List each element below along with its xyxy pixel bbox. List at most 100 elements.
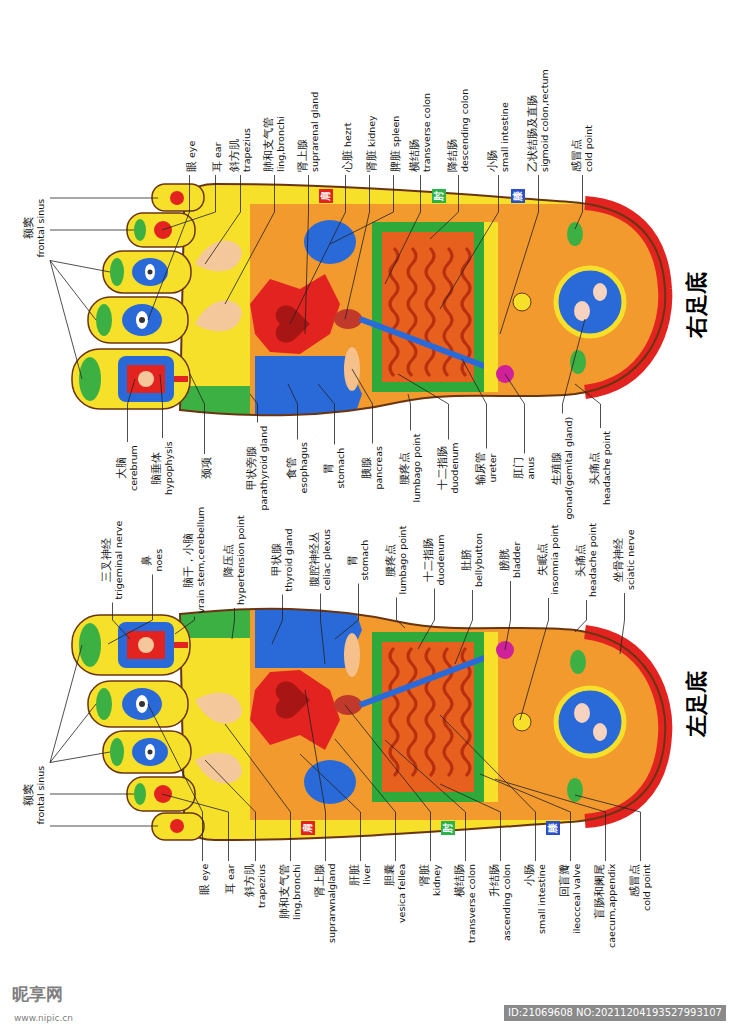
- edge-marker: 肘: [441, 821, 455, 835]
- organ-label-zh: 感冒点: [628, 864, 641, 911]
- label-group: 肘: [441, 821, 455, 835]
- label-group: 右足底: [684, 272, 710, 338]
- organ-label-en: trapezius: [241, 128, 252, 172]
- leader-line: [128, 379, 136, 442]
- leader-line: [300, 754, 361, 861]
- organ-label-en: frontal sinus: [35, 766, 46, 825]
- label-group: 肾脏 kidney: [360, 115, 379, 172]
- label-group: 膝: [546, 821, 560, 835]
- label-group: 耳ear: [206, 142, 225, 172]
- organ-label-zh: 膀胱: [498, 542, 511, 578]
- left-foot: [72, 600, 665, 845]
- organ-label-en: cold point: [583, 125, 594, 172]
- organ-label-en: ascending colon: [501, 864, 512, 941]
- organ-label-en: bladder: [511, 542, 522, 578]
- label-group: 乙状结肠及直肠sigmoid colon,rectum: [526, 69, 551, 172]
- label-group: 升结肠ascending colon: [488, 864, 513, 941]
- organ-label-zh: 降结肠: [446, 89, 459, 172]
- label-group: 盲肠和阑尾caecum,appendix: [593, 864, 618, 948]
- leader-line: [290, 175, 346, 324]
- organ-label-zh: 脑干，小脑: [182, 507, 195, 614]
- label-group: 肾上腺suprarwnalgland: [313, 864, 338, 943]
- leader-line: [50, 261, 82, 380]
- organ-label-zh: 胰腺: [360, 446, 373, 489]
- leader-line: [505, 374, 525, 454]
- label-group: 十二指肠duodenum: [422, 534, 447, 585]
- organ-label-zh: 输尿管: [474, 452, 487, 485]
- organ-label-en: suprarwnalgland: [326, 864, 337, 943]
- organ-label-zh: 肾上腺: [313, 864, 326, 943]
- organ-label-en: caecum,appendix: [606, 864, 617, 948]
- organ-label-en: trapezius: [256, 864, 267, 908]
- organ-label-zh: 肾上腺: [296, 92, 309, 172]
- organ-label-en: parathyroid gland: [258, 426, 269, 511]
- organ-label-en: sigmoid colon,rectum: [539, 69, 550, 172]
- organ-label-en: small intestine: [536, 864, 547, 934]
- organ-label-zh: 小肠: [523, 864, 536, 934]
- label-group: 腰疼点lumbago point: [384, 526, 409, 595]
- label-group: 肛门anus: [512, 457, 537, 480]
- leader-line: [50, 261, 110, 273]
- label-group: 头痛点headache point: [588, 431, 613, 505]
- organ-label-en: ling,bronchi: [291, 864, 302, 920]
- organ-label-en: vrain stem,cerebellum: [195, 507, 206, 614]
- label-group: 肾上腺suprarenal gland: [296, 92, 321, 172]
- organ-label-zh: 甲状旁腺: [245, 426, 258, 511]
- organ-label-zh: 十二指肠: [422, 534, 435, 585]
- leader-line: [440, 175, 499, 309]
- organ-label-zh: 脑垂体: [150, 441, 163, 495]
- label-group: 脑干，小脑vrain stem,cerebellum: [182, 507, 207, 614]
- organ-label-en: stomach: [359, 540, 370, 581]
- organ-label-zh: 腹腔神经丛: [308, 529, 321, 590]
- leader-line: [575, 384, 601, 428]
- leader-line: [462, 359, 487, 449]
- organ-label-en: trigeminal nerve: [113, 521, 124, 600]
- leader-line: [620, 593, 625, 654]
- organ-label-en: ling,bronchi: [275, 116, 286, 172]
- organ-label-zh: 感冒点: [570, 125, 583, 172]
- label-group: 胃stomach: [346, 540, 371, 581]
- leader-line: [500, 175, 539, 334]
- label-group: 失眠点insomnia point: [536, 525, 561, 595]
- label-group: ID:21069608 NO:20211204193527993107: [504, 1001, 726, 1021]
- organ-label-en: lumbago point: [411, 434, 422, 503]
- organ-label-zh: 斜方肌: [243, 864, 256, 908]
- organ-label-zh: 心脏: [341, 150, 354, 172]
- organ-label-en: kidney: [366, 115, 377, 147]
- organ-label-zh: 肺和支气管: [262, 116, 275, 172]
- organ-label-zh: 乙状结肠及直肠: [526, 69, 539, 172]
- leader-line: [225, 724, 291, 861]
- organ-label-en: liver: [361, 864, 372, 886]
- label-group: 眼eye: [180, 141, 199, 172]
- organ-label-en: celiac plexus: [321, 529, 332, 590]
- organ-label-zh: 耳: [224, 883, 237, 894]
- organ-label-en: esophagus: [298, 442, 309, 493]
- leader-line: [50, 645, 82, 763]
- leader-line: [321, 594, 326, 665]
- label-group: 脑垂体hypophysis: [150, 441, 175, 495]
- leader-line: [505, 581, 511, 650]
- label-group: 肺和支气管ling,bronchi: [262, 116, 287, 172]
- leader-line: [50, 261, 96, 321]
- leader-line: [162, 175, 216, 230]
- edge-marker: 肩: [301, 821, 315, 835]
- organ-label-zh: 横结肠: [408, 93, 421, 172]
- leader-line: [385, 175, 421, 284]
- label-group: 肾脏kidney: [418, 864, 443, 896]
- organ-label-en: transverse colon: [466, 864, 477, 943]
- organ-label-zh: 肾脏: [365, 150, 378, 172]
- leader-line: [575, 175, 583, 229]
- leader-line: [50, 198, 158, 199]
- organ-label-zh: 额窦: [22, 199, 35, 258]
- organ-label-zh: 肺和支气管: [278, 864, 291, 920]
- label-group: 回盲瓣ileocceal valve: [558, 864, 583, 934]
- label-group: 感冒点cold point: [570, 125, 595, 172]
- leader-line: [162, 794, 229, 861]
- leader-line: [408, 394, 411, 431]
- organ-label-zh: 颈项: [200, 457, 213, 479]
- organ-label-en: suprarenal gland: [309, 92, 320, 172]
- label-group: 昵享网: [12, 984, 63, 1004]
- leader-line: [430, 175, 459, 239]
